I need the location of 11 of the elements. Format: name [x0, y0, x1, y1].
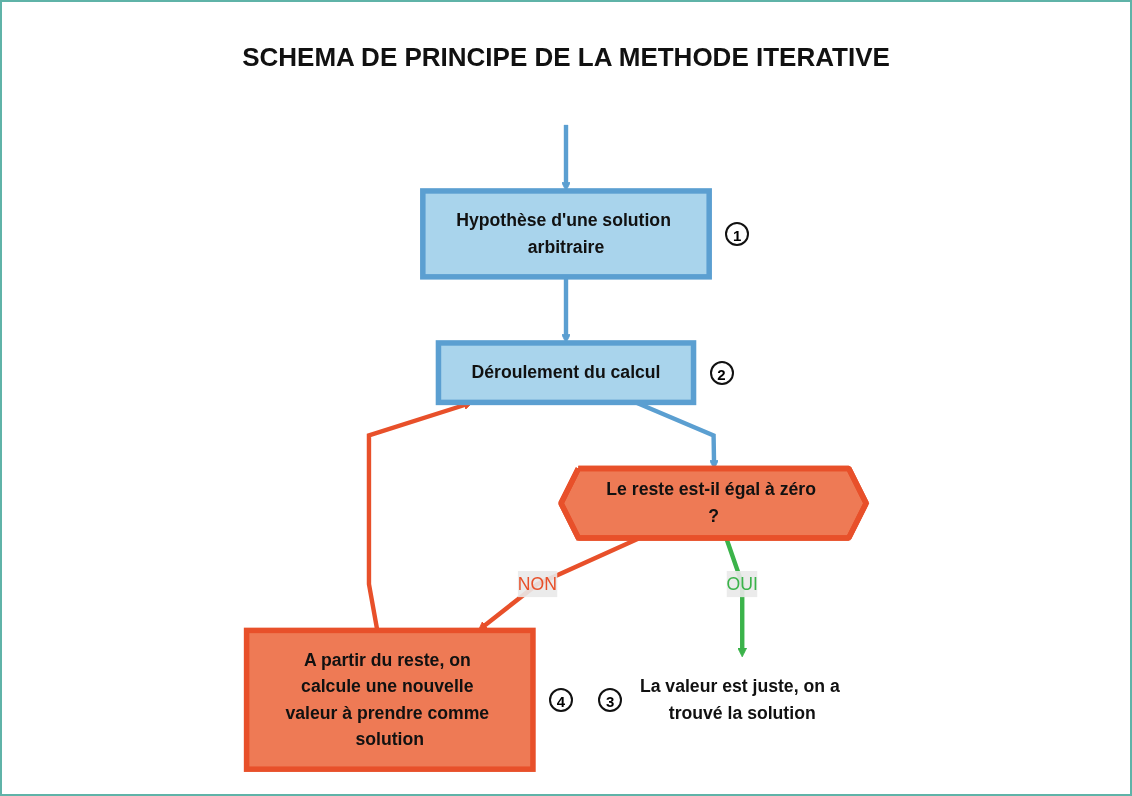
edge-label: NON [517, 574, 557, 593]
step-number: 1 [725, 221, 750, 246]
node-box: Hypothèse d'une solution arbitraire [420, 188, 712, 280]
step-number: 4 [548, 687, 573, 712]
node-text: La valeur est juste, on a trouvé la solution [639, 676, 840, 722]
step-number: 3 [598, 687, 623, 712]
edge-label: OUI [726, 574, 758, 593]
node-box: A partir du reste, on calcule une nouvelle valeur à prendre comme solution [243, 627, 536, 772]
diagram-title: SCHEMA DE PRINCIPE DE LA METHODE ITERATIVE [242, 42, 890, 73]
node-box: Déroulement du calcul [435, 340, 697, 406]
step-number: 2 [709, 360, 734, 385]
